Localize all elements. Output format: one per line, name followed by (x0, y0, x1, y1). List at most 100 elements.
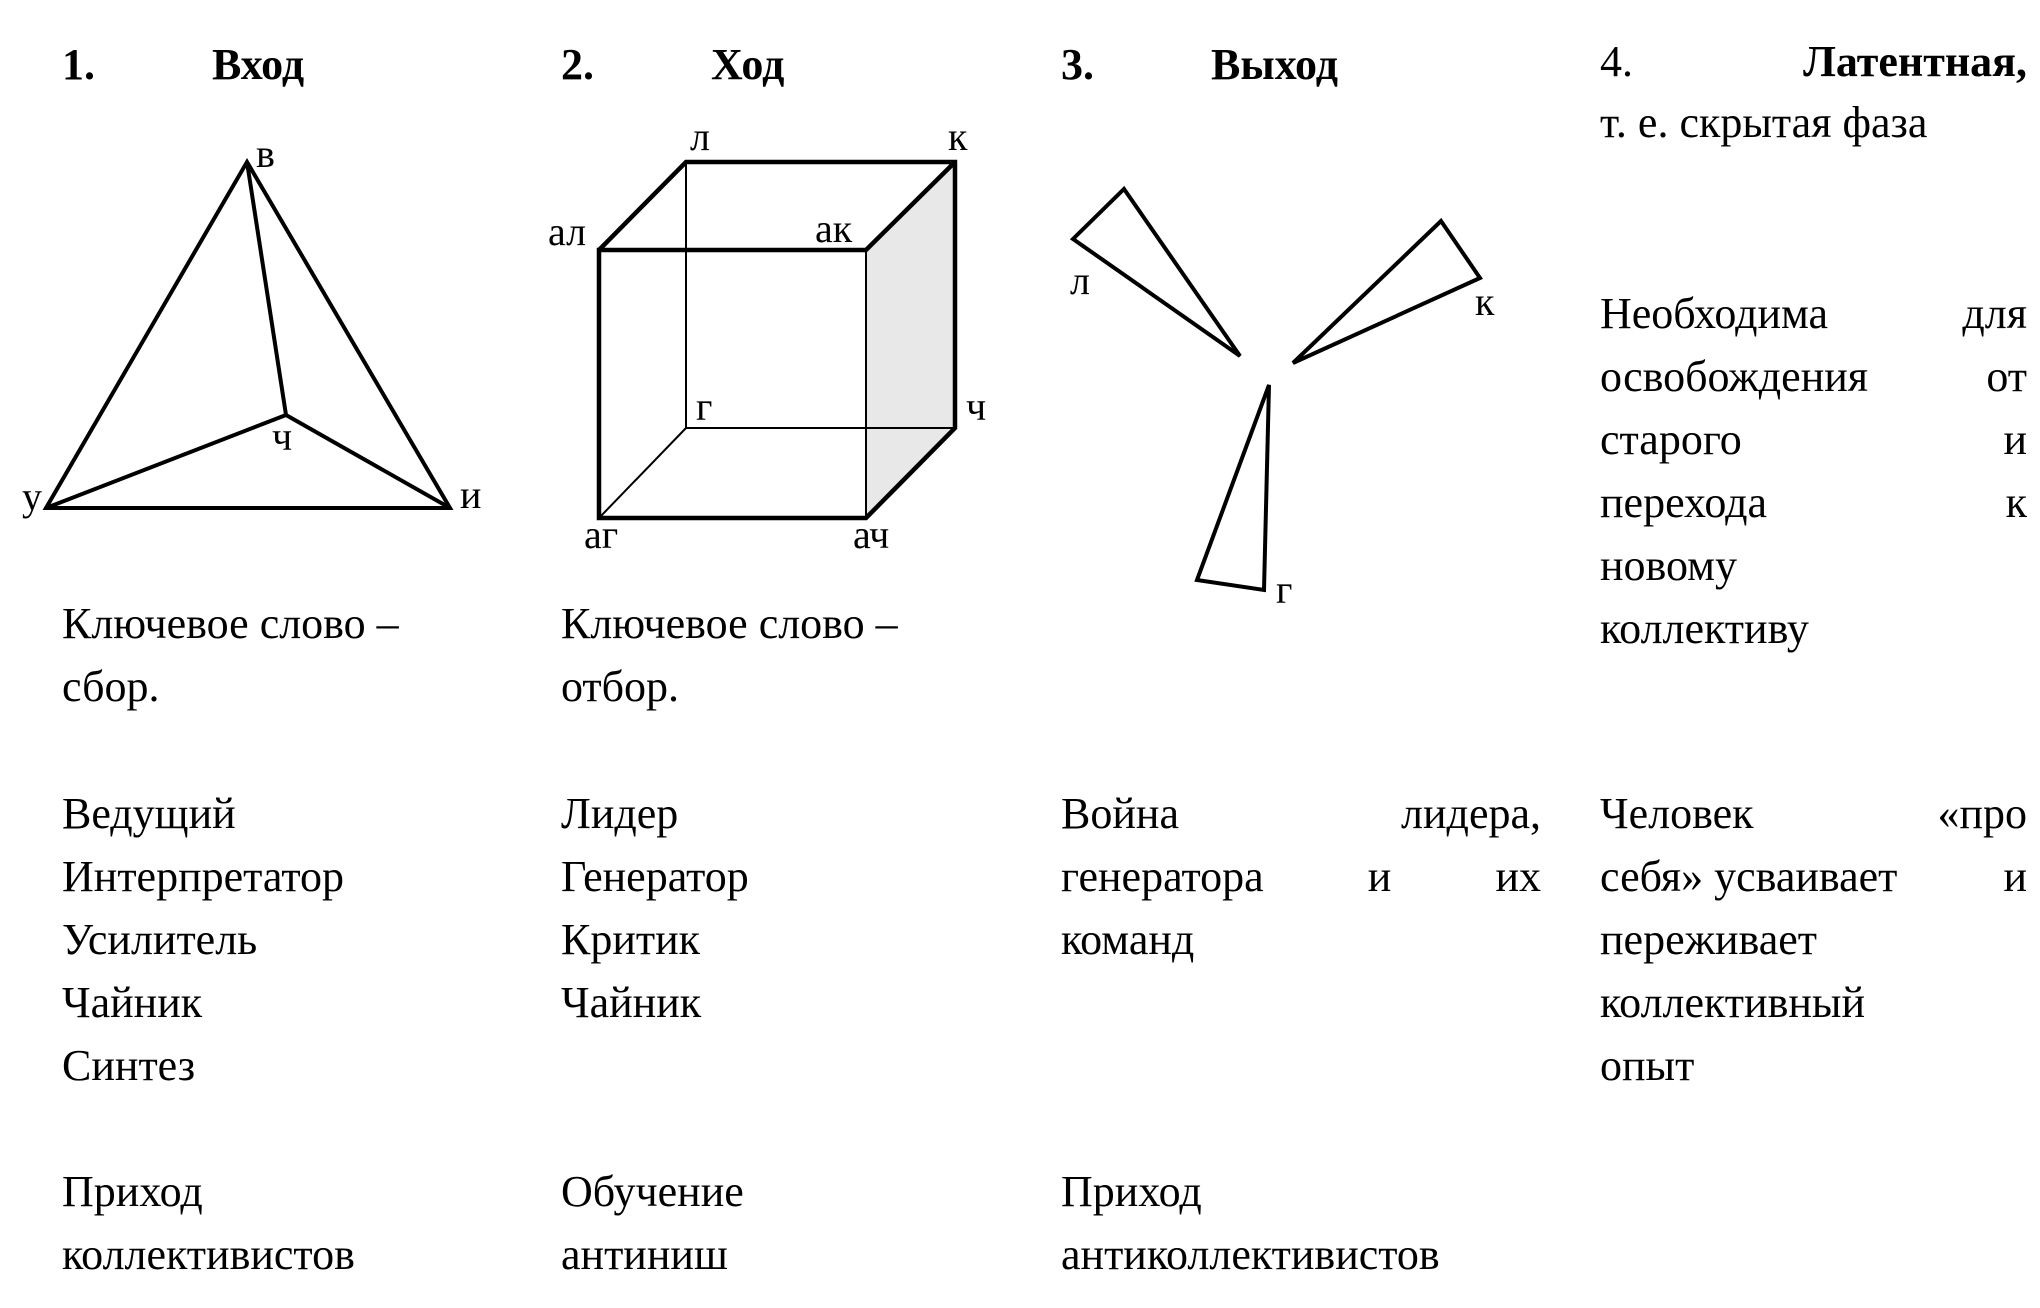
need-line: старого и (1600, 408, 2027, 471)
vertex-label-u: у (22, 474, 42, 519)
word: и (2003, 415, 2027, 464)
role-item: Критик (561, 915, 701, 964)
word: генератора (1061, 852, 1264, 901)
word: Необходима (1600, 289, 1829, 338)
role-item: Синтез (62, 1041, 196, 1090)
vertex-label-ak: ак (815, 206, 853, 251)
experience-line: себя» усваивает и (1600, 845, 2027, 908)
word: себя» усваивает (1600, 852, 1898, 901)
cube-outline (596, 159, 958, 521)
word: от (1986, 352, 2027, 401)
phase-3-title: 3. Выход (1061, 35, 1338, 95)
need-line: перехода к (1600, 471, 2027, 534)
cube-shaded-face (866, 162, 955, 518)
word: лидера, (1401, 789, 1541, 838)
phase-4-title: 4. Латентная, т. е. скрытая фаза (1600, 30, 2027, 154)
vertex-label-g: г (1276, 567, 1292, 612)
footer-line: антиниш (561, 1230, 728, 1279)
phase-4-subtitle: т. е. скрытая фаза (1600, 98, 1928, 147)
phase-4-experience: Человек «про себя» усваивает и переживае… (1600, 782, 2027, 1097)
vertex-label-ag: аг (584, 512, 618, 557)
triangle-bottom (1194, 384, 1271, 593)
description-line: Война лидера, (1061, 782, 1541, 845)
phase-1-number: 1. (62, 40, 95, 89)
vertex-label-l: л (1070, 258, 1090, 303)
word: и (1367, 852, 1392, 901)
vertex-label-al: ал (548, 209, 586, 254)
description-line: команд (1061, 915, 1195, 964)
role-item: Чайник (561, 978, 702, 1027)
word: «про (1937, 789, 2027, 838)
keyword-line: Ключевое слово – (561, 599, 898, 648)
word: освобождения (1600, 352, 1869, 401)
description-line: генератора и их (1061, 845, 1541, 908)
word: их (1495, 852, 1541, 901)
phase-4-need: Необходима для освобождения от старого и… (1600, 282, 2027, 660)
vertex-label-l: л (690, 114, 710, 159)
tetrahedron-outline (42, 158, 454, 510)
role-item: Генератор (561, 852, 749, 901)
experience-line: Человек «про (1600, 782, 2027, 845)
experience-line: коллективный (1600, 978, 1866, 1027)
footer-line: Приход (62, 1167, 203, 1216)
role-item: Интерпретатор (62, 852, 344, 901)
word: к (2005, 478, 2027, 527)
footer-line: Обучение (561, 1167, 744, 1216)
phase-2-number: 2. (561, 40, 594, 89)
keyword-value: отбор. (561, 662, 680, 711)
phase-3-number: 3. (1061, 40, 1094, 89)
phase-4-number: 4. (1600, 37, 1633, 86)
role-item: Лидер (561, 789, 679, 838)
tetrahedron-diagram: в ч у и (22, 131, 481, 519)
need-line: Необходима для (1600, 282, 2027, 345)
triangle-right (1291, 217, 1483, 365)
phase-3-footer: Приход антиколлективистов (1061, 1160, 1440, 1286)
role-item: Ведущий (62, 789, 236, 838)
phase-3-description: Война лидера, генератора и их команд (1061, 782, 1541, 971)
vertex-label-k: к (948, 114, 968, 159)
phase-2-title: 2. Ход (561, 35, 784, 95)
triangle-left (1069, 185, 1242, 358)
cube-diagram: л к ал ак г ч аг ач (548, 114, 986, 557)
cube-edge-back (598, 427, 687, 519)
need-line: новому (1600, 541, 1738, 590)
vertex-label-k: к (1475, 279, 1495, 324)
role-item: Чайник (62, 978, 203, 1027)
phase-4-heading: 4. Латентная, (1600, 30, 2027, 93)
vertex-label-ach: ач (853, 512, 889, 557)
experience-line: переживает (1600, 915, 1818, 964)
word: Человек (1600, 789, 1754, 838)
phase-2-footer: Обучение антиниш (561, 1160, 744, 1286)
phase-1-name: Вход (212, 40, 305, 89)
word: старого (1600, 415, 1742, 464)
role-item: Усилитель (62, 915, 258, 964)
footer-line: Приход (1061, 1167, 1202, 1216)
vertex-label-ch: ч (966, 384, 986, 429)
phase-4-name: Латентная, (1803, 37, 2027, 86)
word: и (2003, 852, 2027, 901)
vertex-label-g: г (696, 384, 712, 429)
phase-1-title: 1. Вход (62, 35, 304, 95)
vertex-label-v: в (256, 131, 275, 176)
word: для (1962, 289, 2027, 338)
footer-line: антиколлективистов (1061, 1230, 1440, 1279)
scattered-triangles-diagram: л к г (1069, 185, 1495, 612)
phase-1-footer: Приход коллективистов (62, 1160, 355, 1286)
phase-2-name: Ход (711, 40, 785, 89)
tetrahedron-edge-right-center (285, 413, 451, 510)
tetrahedron-edge-top-center (245, 161, 288, 416)
vertex-label-i: и (460, 472, 481, 517)
footer-line: коллективистов (62, 1230, 355, 1279)
vertex-label-ch: ч (272, 414, 292, 459)
word: перехода (1600, 478, 1767, 527)
phase-2-keyword: Ключевое слово – отбор. (561, 592, 898, 718)
need-line: коллективу (1600, 604, 1809, 653)
keyword-line: Ключевое слово – (62, 599, 399, 648)
tetrahedron-edge-left-center (45, 413, 287, 510)
keyword-value: сбор. (62, 662, 160, 711)
word: Война (1061, 789, 1179, 838)
experience-line: опыт (1600, 1041, 1695, 1090)
phase-3-name: Выход (1211, 40, 1339, 89)
phase-1-keyword: Ключевое слово – сбор. (62, 592, 399, 718)
phase-1-roles: Ведущий Интерпретатор Усилитель Чайник С… (62, 782, 344, 1097)
